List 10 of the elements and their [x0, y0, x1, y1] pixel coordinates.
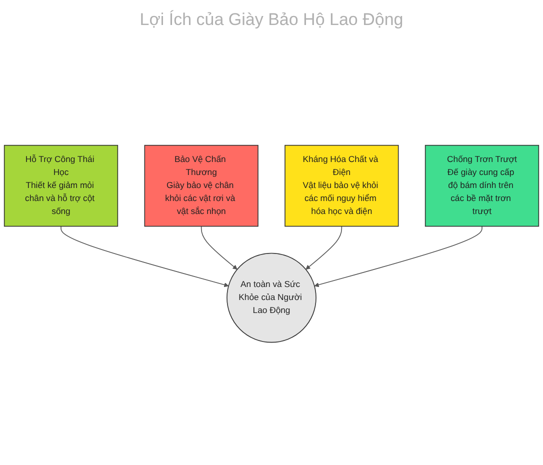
title: Lợi Ích của Giày Bảo Hộ Lao Động — [138, 10, 404, 30]
node-box: Hỗ Trợ Công Thái Học Thiết kế giảm mỏi chân và hỗ trợ cột sống — [4, 145, 118, 227]
node-box: Kháng Hóa Chất và Điện Vật liệu bảo vệ khỏi các mối nguy hiểm hóa học và điện — [284, 145, 399, 227]
node-box: Chống Trơn Trượt Đế giày cung cấp độ bám dính trên các bề mặt trơn trượt — [424, 145, 540, 227]
arrow — [314, 226, 482, 288]
arrow — [60, 226, 229, 288]
arrow — [306, 226, 342, 270]
arrow — [200, 226, 238, 270]
node-circle: An toàn và Sức Khỏe của Người Lao Động — [226, 253, 316, 343]
node-box: Bảo Vệ Chấn Thương Giày bảo vệ chân khỏi các vật rơi và vật sắc nhọn — [144, 145, 258, 227]
